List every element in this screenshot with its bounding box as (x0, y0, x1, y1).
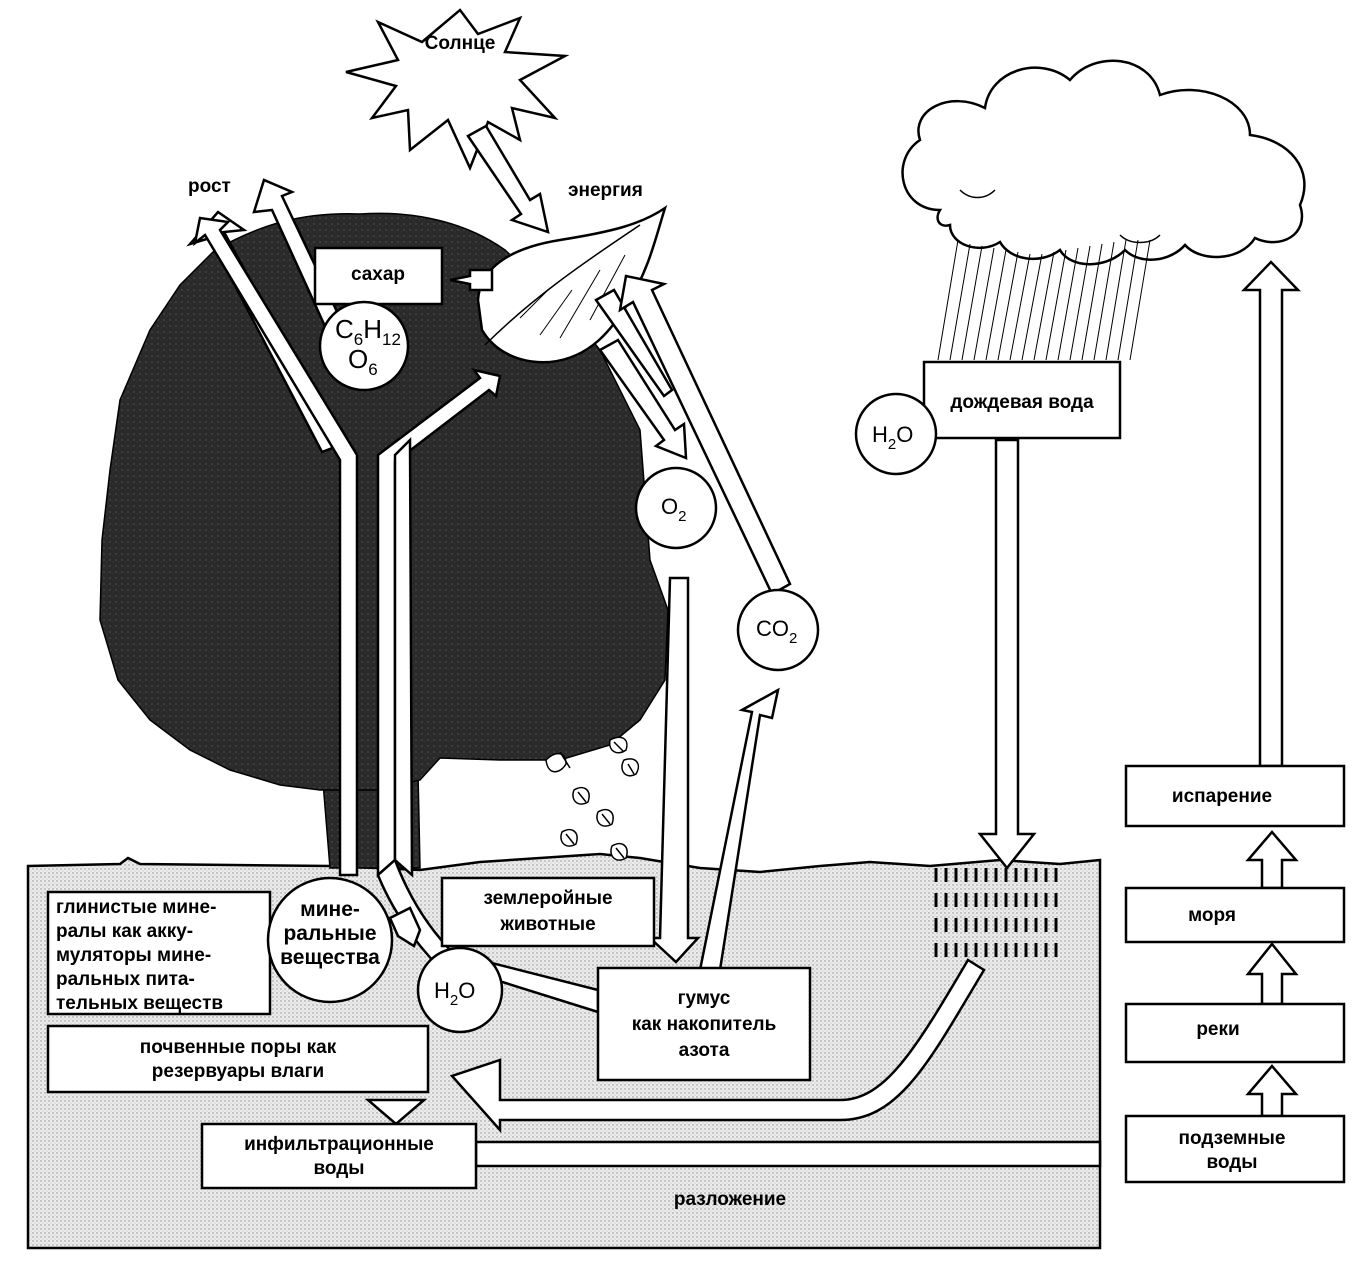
minerals-line-2: ральные (283, 922, 376, 945)
glucose-h-sub: 12 (382, 330, 401, 349)
burrowing-animals-box: землеройные животные (440, 876, 656, 948)
humus-to-co2-arrow (698, 687, 780, 972)
pores-line-2: резервуары влаги (152, 1061, 324, 1082)
oxygen-arrows (594, 288, 688, 460)
xylem-water-pipe (193, 216, 502, 878)
humus-line-2: как накопитель (632, 1014, 777, 1035)
rivers-up-arrow (1245, 941, 1299, 1006)
infiltration-line-2: воды (313, 1158, 364, 1179)
co2-to-leaf-arrow (618, 274, 792, 596)
rain-water-label: дождевая вода (950, 392, 1094, 413)
seas-up-arrow (1245, 830, 1299, 890)
evaporation-label: испарение (1172, 786, 1272, 807)
cloud-icon (901, 59, 1306, 266)
burrowing-line-2: животные (499, 914, 595, 935)
co2-sub: 2 (789, 630, 797, 647)
pores-down-arrow (364, 1098, 428, 1126)
minerals-circle: мине- ральные вещества (266, 876, 394, 1004)
energy-arrow (466, 124, 550, 234)
humus-line-3: азота (679, 1040, 730, 1061)
rain-water-circle: H2O (854, 392, 938, 476)
groundwater-line-2: воды (1206, 1152, 1257, 1173)
svg-text:H2O: H2O (434, 978, 475, 1009)
soil-pores-box: почвенные поры как резервуары влаги (46, 1024, 430, 1094)
clay-line-4: ральных пита- (56, 969, 195, 990)
seas-label: моря (1188, 905, 1236, 926)
rain-down-arrow (977, 438, 1037, 871)
sugar-box: сахар (313, 246, 444, 306)
energy-label: энергия (568, 180, 643, 201)
seas-box: моря (1124, 886, 1346, 944)
glucose-o: O (348, 344, 368, 374)
leaf-icon (476, 204, 668, 364)
soil-moisture-marks (934, 868, 1058, 957)
rivers-label: реки (1196, 1019, 1239, 1040)
humus-box: гумус как накопитель азота (596, 966, 812, 1082)
falling-leaves-icon (545, 736, 640, 861)
groundwater-up-arrow (1245, 1064, 1299, 1118)
glucose-circle: C6H12 O6 (318, 300, 410, 392)
rain-water-h: H (872, 422, 888, 447)
clay-minerals-box: глинистые мине- ралы как акку- муляторы … (46, 890, 272, 1016)
soil-water-o: O (458, 978, 475, 1003)
rain-water-box: дождевая вода (922, 360, 1122, 440)
co2-base: CO (756, 616, 789, 641)
rivers-box: реки (1124, 1002, 1346, 1064)
sun-icon: Солнце (345, 8, 570, 172)
rain-water-sub: 2 (888, 436, 896, 453)
minerals-branch-arrow (388, 906, 422, 948)
oxygen-base: O (661, 494, 678, 519)
clay-line-5: тельных веществ (56, 993, 223, 1014)
clay-line-3: муляторы мине- (56, 945, 211, 966)
growth-label: рост (188, 176, 231, 197)
infiltration-line-1: инфильтрационные (244, 1134, 434, 1155)
glucose-o-sub: 6 (368, 360, 377, 379)
clay-line-1: глинистые мине- (56, 897, 216, 918)
svg-text:H2O: H2O (872, 422, 913, 453)
humus-line-1: гумус (678, 988, 731, 1009)
glucose-h: H (363, 314, 382, 344)
svg-text:O2: O2 (661, 494, 686, 525)
infiltration-box: инфильтрационные воды (200, 1122, 478, 1190)
groundwater-box: подземные воды (1124, 1114, 1346, 1184)
glucose-c: C (335, 314, 354, 344)
oxygen-sub: 2 (678, 508, 686, 525)
sugar-label: сахар (351, 264, 405, 285)
glucose-c-sub: 6 (354, 330, 363, 349)
svg-text:O6: O6 (348, 344, 378, 379)
co2-circle: CO2 (736, 588, 820, 672)
decomposition-label: разложение (674, 1189, 786, 1210)
oxygen-circle: O2 (634, 466, 718, 550)
soil-water-h: H (434, 978, 450, 1003)
evaporation-up-arrow (1241, 260, 1301, 768)
clay-line-2: ралы как акку- (56, 921, 193, 942)
groundwater-line-1: подземные (1179, 1128, 1286, 1149)
oxygen-to-humus-arrow (646, 576, 701, 964)
soil-water-sub: 2 (450, 992, 458, 1009)
infiltration-pipe (474, 1140, 1102, 1168)
svg-text:C6H12: C6H12 (335, 314, 401, 349)
rainwater-to-soil-pipe (449, 958, 986, 1134)
minerals-line-3: вещества (280, 946, 380, 969)
evaporation-box: испарение (1124, 764, 1346, 828)
sun-label: Солнце (425, 33, 496, 54)
svg-text:CO2: CO2 (756, 616, 797, 647)
rain-water-o: O (896, 422, 913, 447)
minerals-line-1: мине- (300, 898, 360, 921)
soil-water-circle: H2O (416, 946, 504, 1034)
burrowing-line-1: землеройные (483, 888, 612, 909)
pores-line-1: почвенные поры как (140, 1037, 337, 1058)
rain-lines (937, 239, 1151, 361)
leaf-to-sugar-arrow (449, 268, 494, 292)
